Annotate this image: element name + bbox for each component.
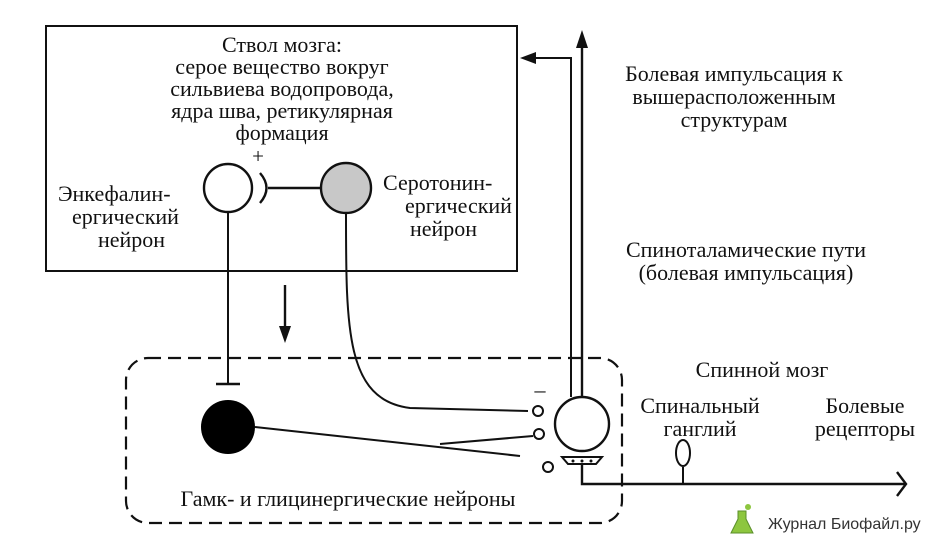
brainstem-line-4: формация bbox=[235, 120, 328, 145]
enkephalin-label-1: Энкефалин- bbox=[58, 181, 171, 206]
enkephalin-label-3: нейрон bbox=[98, 227, 165, 252]
brainstem-title: Ствол мозга: bbox=[222, 32, 342, 57]
vesicle-2 bbox=[580, 459, 584, 463]
synapse-terminal-1 bbox=[532, 405, 544, 417]
gaba-neuron bbox=[201, 400, 255, 454]
brainstem-line-3: ядра шва, ретикулярная bbox=[171, 98, 393, 123]
gaba-axon-branch bbox=[439, 435, 534, 445]
gaba-neurons-label: Гамк- и глицинергические нейроны bbox=[181, 486, 516, 511]
serotonin-axon bbox=[345, 212, 529, 412]
brainstem-line-2: сильвиева водопровода, bbox=[170, 76, 393, 101]
pain-upward-label-1: Болевая импульсация к bbox=[625, 61, 843, 86]
spinal-ganglion-label-2: ганглий bbox=[664, 416, 737, 441]
pain-upward-label-3: структурам bbox=[681, 107, 788, 132]
spinothalamic-label-2: (болевая импульсация) bbox=[639, 260, 854, 285]
serotonin-neuron bbox=[319, 161, 373, 215]
synapse-terminal-3 bbox=[542, 461, 554, 473]
pain-receptors-label-1: Болевые bbox=[825, 393, 904, 418]
plus-sign: + bbox=[252, 144, 264, 168]
gaba-box bbox=[124, 356, 624, 525]
ascending-tract-arrow bbox=[576, 30, 588, 48]
pain-receptors-label-2: рецепторы bbox=[815, 416, 915, 441]
vesicle-3 bbox=[589, 459, 593, 463]
projection-neuron bbox=[553, 395, 611, 453]
pain-receptor-ending bbox=[896, 471, 908, 497]
vesicle-1 bbox=[571, 459, 575, 463]
flask-bubble-icon bbox=[745, 504, 751, 510]
gaba-axon bbox=[254, 426, 521, 457]
branch-to-brainstem bbox=[533, 57, 572, 397]
brainstem-box bbox=[45, 25, 518, 272]
branch-to-brainstem-arrow bbox=[520, 52, 536, 64]
serotonin-label-1: Серотонин- bbox=[383, 170, 492, 195]
flask-icon bbox=[730, 510, 754, 534]
synapse-terminal-2 bbox=[533, 428, 545, 440]
primary-afferent-fibre bbox=[580, 464, 905, 486]
watermark: Журнал Биофайл.ру bbox=[730, 504, 921, 534]
spinal-ganglion-cell bbox=[675, 439, 691, 467]
minus-sign: – bbox=[534, 377, 547, 402]
enkephalin-neuron bbox=[202, 162, 254, 214]
brainstem-line-1: серое вещество вокруг bbox=[175, 54, 388, 79]
watermark-text: Журнал Биофайл.ру bbox=[768, 516, 921, 533]
serotonin-label-2: ергический bbox=[405, 193, 512, 218]
spinothalamic-label-1: Спиноталамические пути bbox=[626, 237, 866, 262]
serotonin-label-3: нейрон bbox=[410, 216, 477, 241]
spinal-cord-label: Спинной мозг bbox=[696, 357, 829, 382]
pain-upward-label-2: вышерасположенным bbox=[632, 84, 835, 109]
spinal-ganglion-label-1: Спинальный bbox=[640, 393, 760, 418]
synapse-ending bbox=[259, 172, 268, 204]
enkephalin-label-2: ергический bbox=[72, 204, 179, 229]
down-arrow-head bbox=[279, 326, 291, 343]
